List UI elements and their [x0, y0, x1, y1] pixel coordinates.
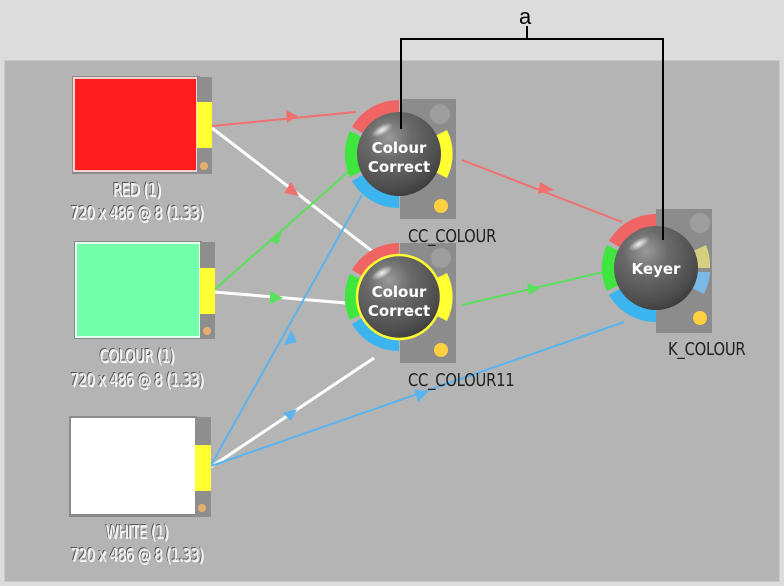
node-cc-colour[interactable]: Colour Correct: [344, 99, 456, 219]
clip-colour-output-port[interactable]: [200, 268, 215, 314]
link-colour-to-cc-colour[interactable]: [213, 164, 357, 291]
clip-red-status-dot: [200, 162, 208, 170]
callout-bracket: [400, 26, 664, 240]
node-cc-colour-type-line1: Colour: [372, 139, 427, 157]
arrow-white-to-k-colour: [414, 389, 428, 402]
clip-white-info: 720 x 486 @ 8 (1.33): [70, 545, 204, 566]
clip-red-output-port[interactable]: [197, 102, 212, 148]
node-cc-colour11-port-red[interactable]: [352, 242, 399, 278]
clip-red[interactable]: [72, 76, 212, 174]
clip-colour-status-dot: [203, 327, 211, 335]
clip-white-swatch: [71, 418, 195, 514]
node-cc-colour11-status-dot: [434, 343, 448, 357]
callout-label: a: [519, 4, 532, 29]
arrow-cc-colour-to-k-colour: [538, 182, 554, 194]
node-k-colour[interactable]: Keyer: [601, 209, 712, 333]
node-k-colour-name: K_COLOUR: [668, 339, 746, 360]
clip-colour-name: COLOUR (1): [99, 346, 175, 367]
clip-red-info: 720 x 486 @ 8 (1.33): [70, 203, 204, 224]
node-cc-colour11-name: CC_COLOUR11: [408, 370, 515, 391]
clip-colour[interactable]: [74, 241, 215, 339]
node-cc-colour11-type-line1: Colour: [372, 283, 427, 301]
clip-red-swatch: [73, 77, 198, 172]
clip-white[interactable]: [69, 416, 211, 517]
node-k-colour-port-red[interactable]: [609, 213, 656, 249]
node-cc-colour-port-blue[interactable]: [352, 173, 399, 209]
node-cc-colour-name: CC_COLOUR: [408, 226, 497, 247]
clip-white-name: WHITE (1): [105, 522, 169, 543]
node-cc-colour11-type-line2: Correct: [368, 302, 430, 320]
arrow-red-to-cc-colour: [286, 110, 298, 123]
node-k-colour-type: Keyer: [632, 260, 681, 278]
arrow-cc-colour11-to-k-colour: [527, 283, 540, 295]
link-red-to-cc-colour[interactable]: [211, 111, 357, 127]
arrow-colour-to-cc-colour: [270, 230, 282, 245]
links: [210, 110, 625, 469]
clip-red-name: RED (1): [112, 180, 161, 201]
node-cc-colour-type-line2: Correct: [368, 158, 430, 176]
node-k-colour-port-blue[interactable]: [609, 287, 656, 323]
clip-white-status-dot: [198, 504, 206, 512]
node-cc-colour11[interactable]: Colour Correct: [344, 242, 456, 363]
node-cc-colour-port-red[interactable]: [352, 99, 399, 135]
node-cc-colour11-port-blue[interactable]: [352, 316, 399, 352]
arrow-white-to-cc-colour: [284, 330, 297, 345]
node-k-colour-mix-indicator: [690, 213, 710, 233]
arrow-red-to-cc-colour11: [284, 182, 299, 196]
link-white-to-cc-colour[interactable]: [210, 194, 363, 466]
clip-white-output-port[interactable]: [195, 445, 211, 491]
node-k-colour-status-dot: [693, 311, 707, 325]
node-cc-colour-status-dot: [434, 199, 448, 213]
clip-colour-info: 720 x 486 @ 8 (1.33): [70, 370, 204, 391]
arrow-colour-to-cc-colour11: [270, 291, 283, 304]
clip-colour-swatch: [75, 242, 201, 338]
node-cc-colour-mix-indicator: [430, 104, 450, 124]
node-cc-colour11-mix-indicator: [431, 248, 451, 268]
arrow-white-to-cc-colour11: [283, 409, 297, 421]
